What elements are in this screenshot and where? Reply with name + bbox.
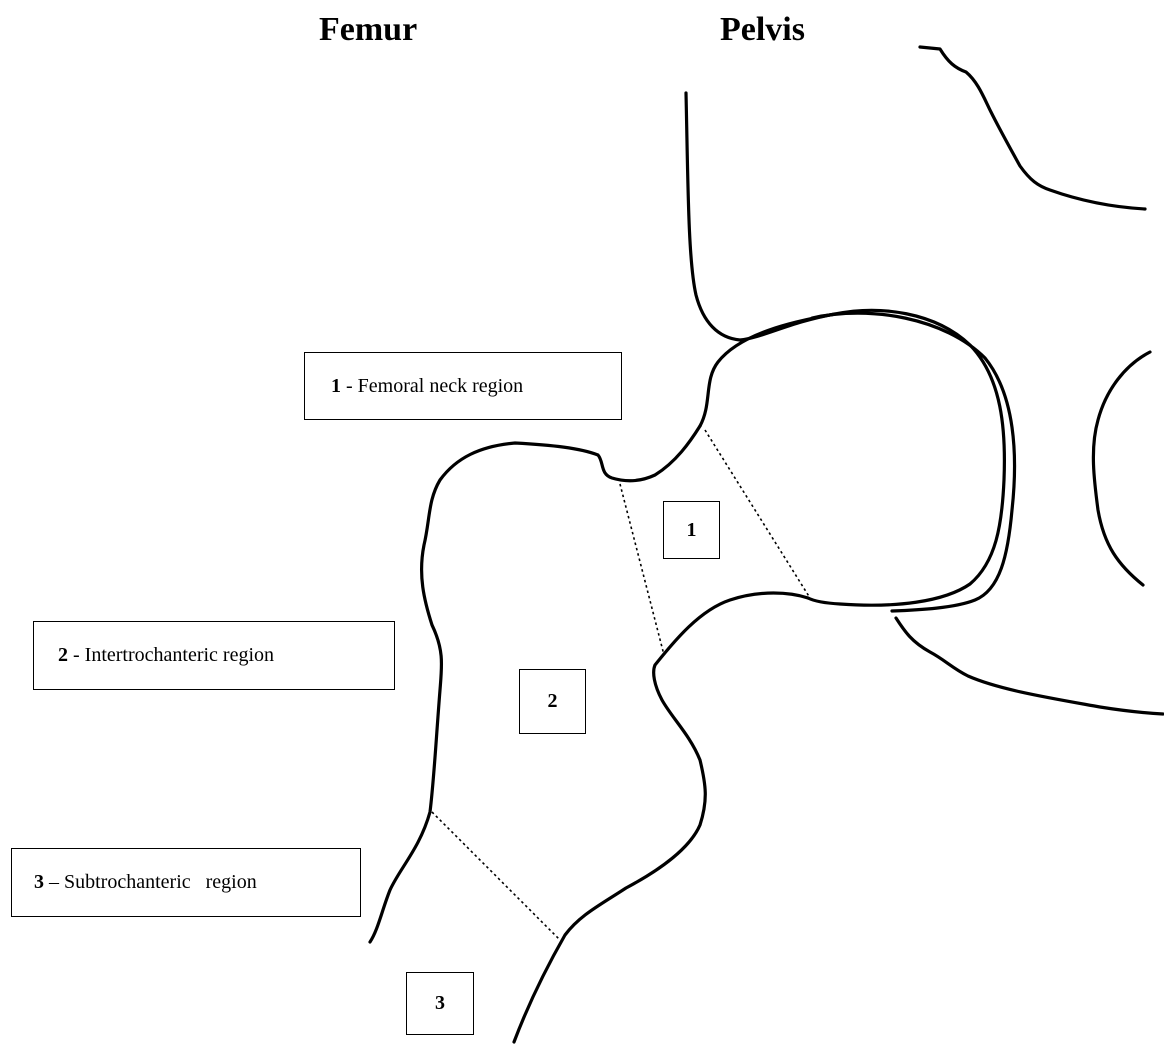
legend-number: 1 [331,375,341,398]
legend-separator: - [341,375,358,398]
legend-separator: - [68,644,85,667]
legend-femoral-neck: 1 - Femoral neck region [304,352,622,420]
legend-text: Femoral neck region [358,375,524,398]
neck-boundary-line-upper [620,484,664,655]
region-marker-3: 3 [406,972,474,1035]
legend-number: 3 [34,871,44,894]
pelvis-acetabular-contour [686,93,835,340]
region-marker-1: 1 [663,501,720,559]
legend-text: Subtrochanteric region [64,871,257,894]
legend-separator: – [44,871,64,894]
legend-subtrochanteric: 3 – Subtrochanteric region [11,848,361,917]
femur-shaft-lateral [514,593,808,1042]
legend-text: Intertrochanteric region [85,644,274,667]
legend-intertrochanteric: 2 - Intertrochanteric region [33,621,395,690]
region-marker-2: 2 [519,669,586,734]
femoral-head-outline [700,310,1004,605]
pelvis-lower-contour [896,618,1163,714]
legend-number: 2 [58,644,68,667]
neck-boundary-line-lower [705,430,810,598]
pelvis-heading: Pelvis [720,10,805,50]
pelvis-upper-contour [920,47,1145,209]
femur-heading: Femur [319,10,417,50]
pelvis-right-arc [1093,352,1150,585]
subtrochanteric-boundary-line [432,812,560,940]
